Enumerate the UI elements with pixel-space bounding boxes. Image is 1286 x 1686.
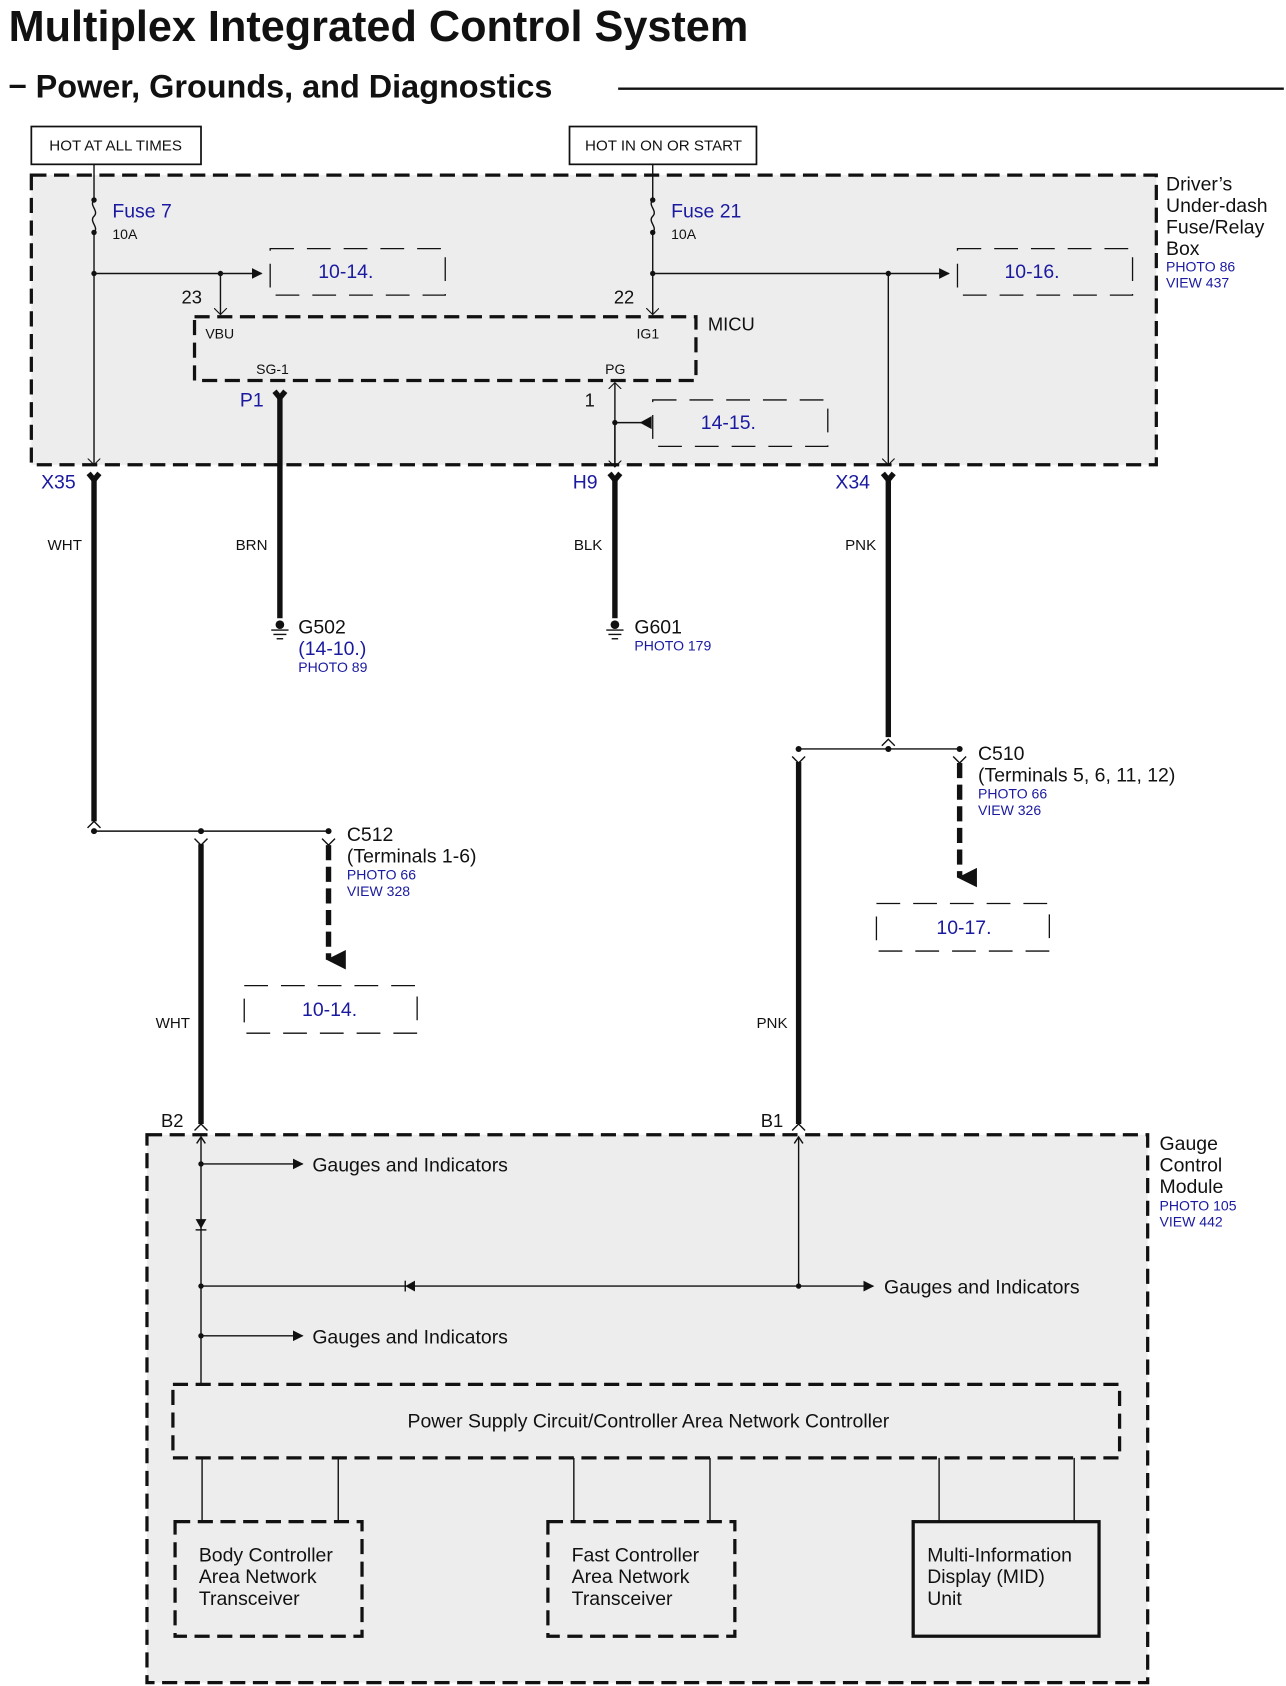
fuse-7-rating: 10A [112, 226, 138, 242]
ig1-pin-number: 22 [614, 287, 634, 308]
svg-text:Area Network: Area Network [199, 1566, 317, 1588]
svg-text:C512: C512 [347, 824, 393, 846]
svg-text:Fuse/Relay: Fuse/Relay [1166, 217, 1265, 239]
fuse-21-name: Fuse 21 [671, 200, 741, 222]
connector-b1: B1 [761, 1110, 783, 1131]
wire-color-pnk-2: PNK [756, 1015, 787, 1032]
fuse-21-rating: 10A [671, 226, 697, 242]
svg-text:C510: C510 [978, 743, 1025, 765]
fuse-relay-box [29, 173, 1158, 467]
connector-c510-label: C510 (Terminals 5, 6, 11, 12) [978, 743, 1175, 787]
diode-icon-1 [195, 1219, 207, 1231]
fuse-box-view-link[interactable]: VIEW 437 [1166, 275, 1229, 291]
mid-unit: Multi-Information Display (MID) Unit [911, 1520, 1101, 1638]
svg-text:Control: Control [1160, 1155, 1223, 1177]
diode-icon-2 [404, 1280, 415, 1292]
ref-box-10-17[interactable]: 10-17. [875, 902, 1050, 952]
output-gauges-2: Gauges and Indicators [884, 1277, 1080, 1299]
fuse-box-photo-link[interactable]: PHOTO 86 [1166, 258, 1235, 274]
hot-at-all-times-label: HOT AT ALL TIMES [30, 125, 202, 166]
svg-text:Gauge: Gauge [1160, 1133, 1218, 1155]
fuse-7-icon [91, 199, 97, 233]
gauge-module-view-link[interactable]: VIEW 442 [1160, 1214, 1223, 1230]
svg-text:Transceiver: Transceiver [572, 1588, 673, 1610]
c512-view-link[interactable]: VIEW 328 [347, 883, 410, 899]
svg-text:10-17.: 10-17. [936, 917, 991, 939]
ref-box-10-14-top[interactable]: 10-14. [269, 247, 446, 296]
ref-box-14-15[interactable]: 14-15. [652, 399, 829, 448]
gauge-module-label: Gauge Control Module PHOTO 105 VIEW 442 [1160, 1133, 1237, 1230]
ground-g502-photo[interactable]: PHOTO 89 [298, 659, 367, 675]
svg-text:Display (MID): Display (MID) [927, 1566, 1045, 1588]
wire-color-blk: BLK [574, 537, 603, 554]
wire-color-pnk-1: PNK [845, 537, 876, 554]
svg-text:(Terminals 5, 6, 11, 12): (Terminals 5, 6, 11, 12) [978, 764, 1175, 786]
svg-text:14-15.: 14-15. [701, 412, 756, 434]
connector-h9: H9 [573, 472, 598, 494]
svg-text:IG1: IG1 [637, 325, 660, 341]
svg-text:Module: Module [1160, 1176, 1224, 1198]
ground-g601-photo[interactable]: PHOTO 179 [634, 638, 711, 654]
hot-in-on-or-start-label: HOT IN ON OR START [568, 125, 758, 166]
ground-g502-ref[interactable]: (14-10.) [298, 638, 366, 660]
ref-box-10-16[interactable]: 10-16. [956, 247, 1134, 296]
ref-box-10-14-bottom[interactable]: 10-14. [243, 985, 418, 1034]
svg-text:Driver’s: Driver’s [1166, 173, 1233, 195]
svg-text:10-16.: 10-16. [1004, 261, 1059, 283]
svg-text:Fast Controller: Fast Controller [572, 1545, 700, 1567]
ground-g601-icon [606, 620, 624, 640]
c512-photo-link[interactable]: PHOTO 66 [347, 867, 416, 883]
gauge-control-module [145, 1133, 1150, 1685]
svg-text:Transceiver: Transceiver [199, 1588, 300, 1610]
svg-text:Under-dash: Under-dash [1166, 195, 1268, 217]
svg-text:Body Controller: Body Controller [199, 1545, 333, 1567]
c510-photo-link[interactable]: PHOTO 66 [978, 786, 1047, 802]
wire-color-wht-2: WHT [156, 1015, 190, 1032]
svg-text:(Terminals 1-6): (Terminals 1-6) [347, 845, 477, 867]
svg-text:10-14.: 10-14. [318, 261, 373, 283]
connector-x34: X34 [835, 472, 870, 494]
connector-c512-label: C512 (Terminals 1-6) [347, 824, 477, 868]
svg-text:HOT IN ON OR START: HOT IN ON OR START [585, 137, 742, 154]
svg-text:Unit: Unit [927, 1588, 962, 1610]
ground-g502-name: G502 [298, 616, 346, 638]
svg-text:PG: PG [605, 361, 625, 377]
connector-p1: P1 [240, 389, 264, 411]
pg-pin-number: 1 [585, 389, 595, 410]
svg-text:Power Supply Circuit/Controlle: Power Supply Circuit/Controller Area Net… [407, 1411, 889, 1433]
svg-text:Area Network: Area Network [572, 1566, 690, 1588]
svg-text:Multi-Information: Multi-Information [927, 1545, 1072, 1567]
page-title: Multiplex Integrated Control System [9, 3, 749, 51]
svg-text:Box: Box [1166, 238, 1200, 260]
gauge-module-photo-link[interactable]: PHOTO 105 [1160, 1197, 1237, 1213]
power-supply-can-controller: Power Supply Circuit/Controller Area Net… [171, 1382, 1122, 1460]
ground-g502-icon [271, 620, 289, 640]
svg-text:MICU: MICU [708, 314, 755, 335]
subtitle-dash: – [9, 66, 27, 102]
page-subtitle: Power, Grounds, and Diagnostics [36, 68, 553, 104]
connector-b2: B2 [161, 1110, 183, 1131]
output-gauges-1: Gauges and Indicators [312, 1155, 508, 1177]
body-can-transceiver: Body Controller Area Network Transceiver [173, 1520, 364, 1638]
ground-g601-name: G601 [634, 616, 682, 638]
wire-color-wht-1: WHT [48, 537, 82, 554]
svg-text:SG-1: SG-1 [256, 361, 289, 377]
vbu-pin-number: 23 [182, 287, 202, 308]
svg-text:VBU: VBU [205, 325, 234, 341]
c510-view-link[interactable]: VIEW 326 [978, 802, 1041, 818]
micu-module: MICU VBU IG1 SG-1 PG [192, 314, 755, 383]
fuse-21-icon [650, 199, 655, 233]
connector-x35: X35 [41, 472, 76, 494]
fuse-7-name: Fuse 7 [112, 200, 171, 222]
svg-text:10-14.: 10-14. [302, 999, 357, 1021]
fuse-box-label: Driver’s Under-dash Fuse/Relay Box PHOTO… [1166, 173, 1268, 290]
svg-text:HOT AT ALL TIMES: HOT AT ALL TIMES [49, 137, 182, 154]
output-gauges-3: Gauges and Indicators [312, 1326, 508, 1348]
wire-color-brn: BRN [236, 537, 268, 554]
fast-can-transceiver: Fast Controller Area Network Transceiver [546, 1520, 737, 1638]
